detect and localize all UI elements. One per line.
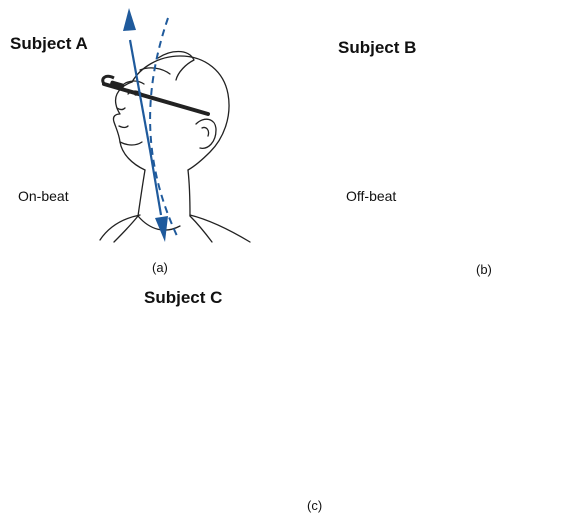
arrow-up-a bbox=[123, 8, 136, 31]
caption-a: (a) bbox=[152, 260, 168, 275]
subject-label-a: Subject A bbox=[10, 34, 88, 54]
dashed-axis-a bbox=[150, 18, 178, 238]
head-illustration-a bbox=[100, 52, 250, 243]
beat-label-b: Off-beat bbox=[346, 188, 396, 204]
caption-c: (c) bbox=[307, 498, 322, 513]
axis-line-down-a bbox=[150, 150, 161, 215]
subject-label-b: Subject B bbox=[338, 38, 416, 58]
panel-a bbox=[100, 8, 250, 242]
subject-label-c: Subject C bbox=[144, 288, 222, 308]
caption-b: (b) bbox=[476, 262, 492, 277]
beat-label-a: On-beat bbox=[18, 188, 69, 204]
